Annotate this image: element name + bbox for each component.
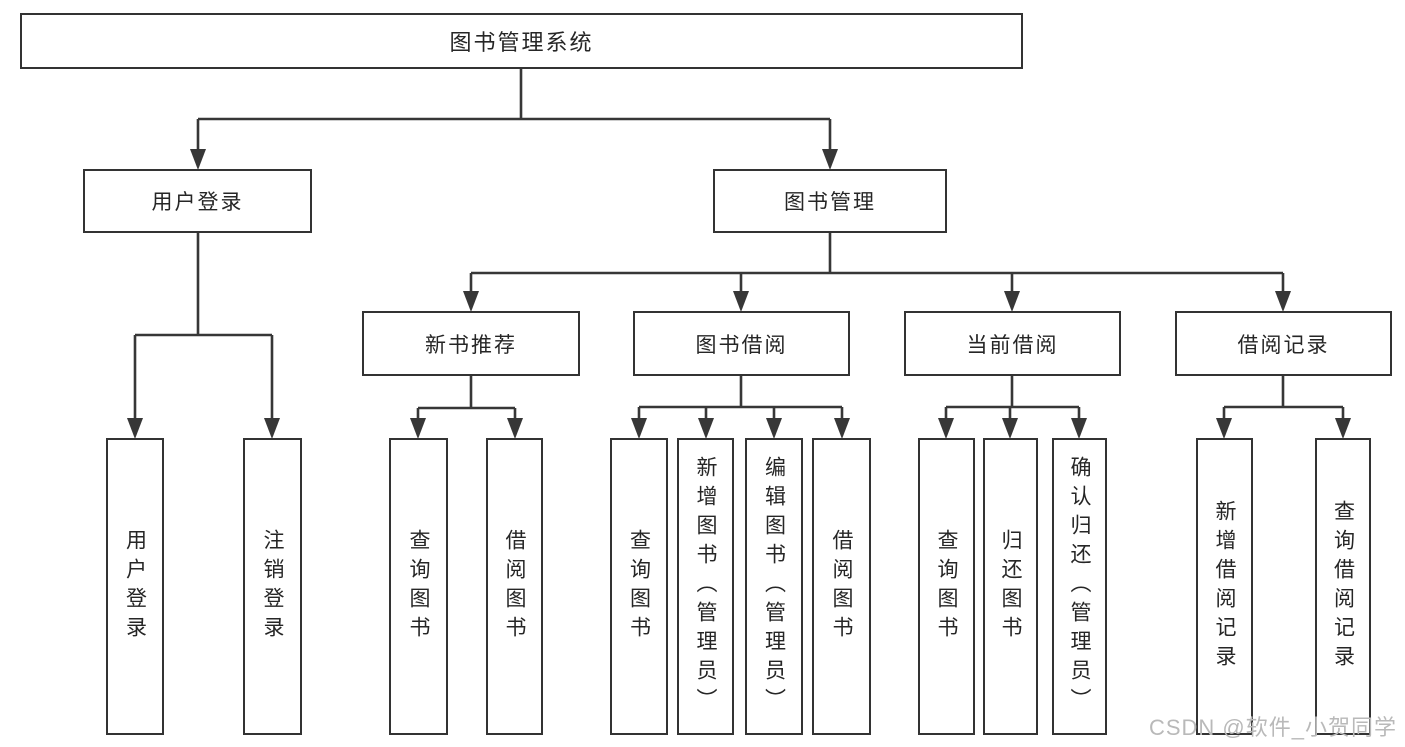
node-newbooks-query-books: 查询图书 [389, 438, 448, 735]
node-newbooks-borrow-books: 借阅图书 [486, 438, 543, 735]
node-records-query-record: 查询借阅记录 [1315, 438, 1371, 735]
node-borrowing-borrow-books: 借阅图书 [812, 438, 871, 735]
node-borrowing-query-books: 查询图书 [610, 438, 668, 735]
node-logout-action: 注销登录 [243, 438, 302, 735]
node-book-management: 图书管理 [713, 169, 947, 233]
node-records-add-record: 新增借阅记录 [1196, 438, 1253, 735]
node-new-book-recommend: 新书推荐 [362, 311, 580, 376]
node-user-login: 用户登录 [83, 169, 312, 233]
node-borrowing-records: 借阅记录 [1175, 311, 1392, 376]
node-user-login-action: 用户登录 [106, 438, 164, 735]
node-current-confirm-return-admin: 确认归还（管理员） [1052, 438, 1107, 735]
node-current-query-books: 查询图书 [918, 438, 975, 735]
node-library-management-system: 图书管理系统 [20, 13, 1023, 69]
node-book-borrowing: 图书借阅 [633, 311, 850, 376]
node-current-borrowing: 当前借阅 [904, 311, 1121, 376]
csdn-watermark: CSDN @软件_小贺同学 [1148, 715, 1397, 740]
node-current-return-books: 归还图书 [983, 438, 1038, 735]
node-borrowing-add-books-admin: 新增图书（管理员） [677, 438, 734, 735]
node-borrowing-edit-books-admin: 编辑图书（管理员） [745, 438, 803, 735]
